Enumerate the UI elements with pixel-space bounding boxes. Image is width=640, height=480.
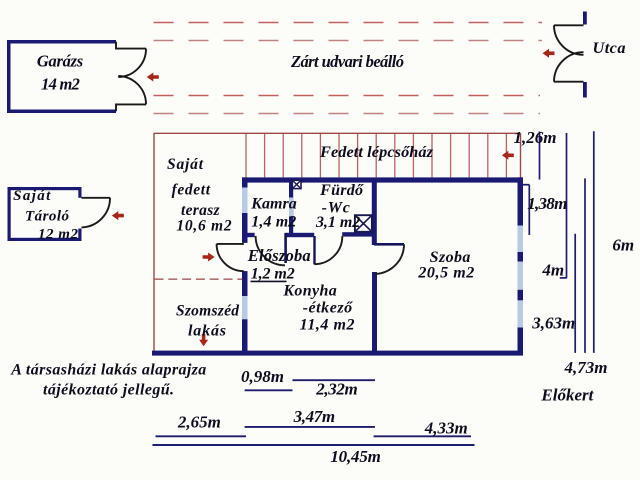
svg-text:lakás: lakás [188,322,226,339]
svg-text:-étkező: -étkező [303,299,354,316]
svg-text:10,6 m2: 10,6 m2 [176,218,231,235]
svg-text:12 m2: 12 m2 [38,227,79,243]
svg-text:Tároló: Tároló [25,209,69,225]
svg-text:Fedett lépcsőház: Fedett lépcsőház [319,142,434,161]
svg-text:tájékoztató jellegű.: tájékoztató jellegű. [43,382,174,399]
svg-text:Saját: Saját [167,156,204,173]
svg-text:4,73m: 4,73m [564,358,608,377]
svg-text:terasz: terasz [181,202,220,219]
svg-text:14 m2: 14 m2 [41,74,80,93]
svg-text:11,4 m2: 11,4 m2 [300,316,355,333]
svg-text:6m: 6m [612,236,634,255]
svg-text:1,4 m2: 1,4 m2 [251,213,296,230]
svg-text:Saját: Saját [13,188,51,204]
svg-text:10,45m: 10,45m [330,447,381,466]
svg-text:Garázs: Garázs [37,51,83,70]
svg-text:4m: 4m [541,261,564,280]
svg-text:Szoba: Szoba [430,249,471,266]
svg-text:Zárt udvari beálló: Zárt udvari beálló [290,52,404,71]
svg-text:3,47m: 3,47m [293,407,336,426]
svg-text:1,2 m2: 1,2 m2 [251,266,295,283]
svg-text:20,5 m2: 20,5 m2 [417,265,474,282]
svg-text:1,26m: 1,26m [514,128,557,147]
svg-text:Utca: Utca [593,38,626,57]
svg-text:-Wc: -Wc [322,199,350,216]
svg-text:4,33m: 4,33m [424,418,468,437]
svg-text:Előszoba: Előszoba [247,246,311,265]
svg-text:Szomszéd: Szomszéd [176,303,239,320]
svg-text:Fürdő: Fürdő [319,182,364,199]
svg-text:Kamra: Kamra [250,196,297,213]
svg-text:3,63m: 3,63m [531,313,575,332]
svg-text:1,38m: 1,38m [527,194,567,213]
svg-text:Konyha: Konyha [282,282,336,299]
svg-text:fedett: fedett [172,181,211,198]
svg-text:2,65m: 2,65m [177,412,221,431]
svg-text:2,32m: 2,32m [315,379,358,398]
svg-text:Előkert: Előkert [540,385,594,404]
svg-text:0,98m: 0,98m [241,367,284,386]
svg-text:3,1 m2: 3,1 m2 [315,214,360,231]
svg-text:A társasházi lakás alaprajza: A társasházi lakás alaprajza [10,361,206,378]
